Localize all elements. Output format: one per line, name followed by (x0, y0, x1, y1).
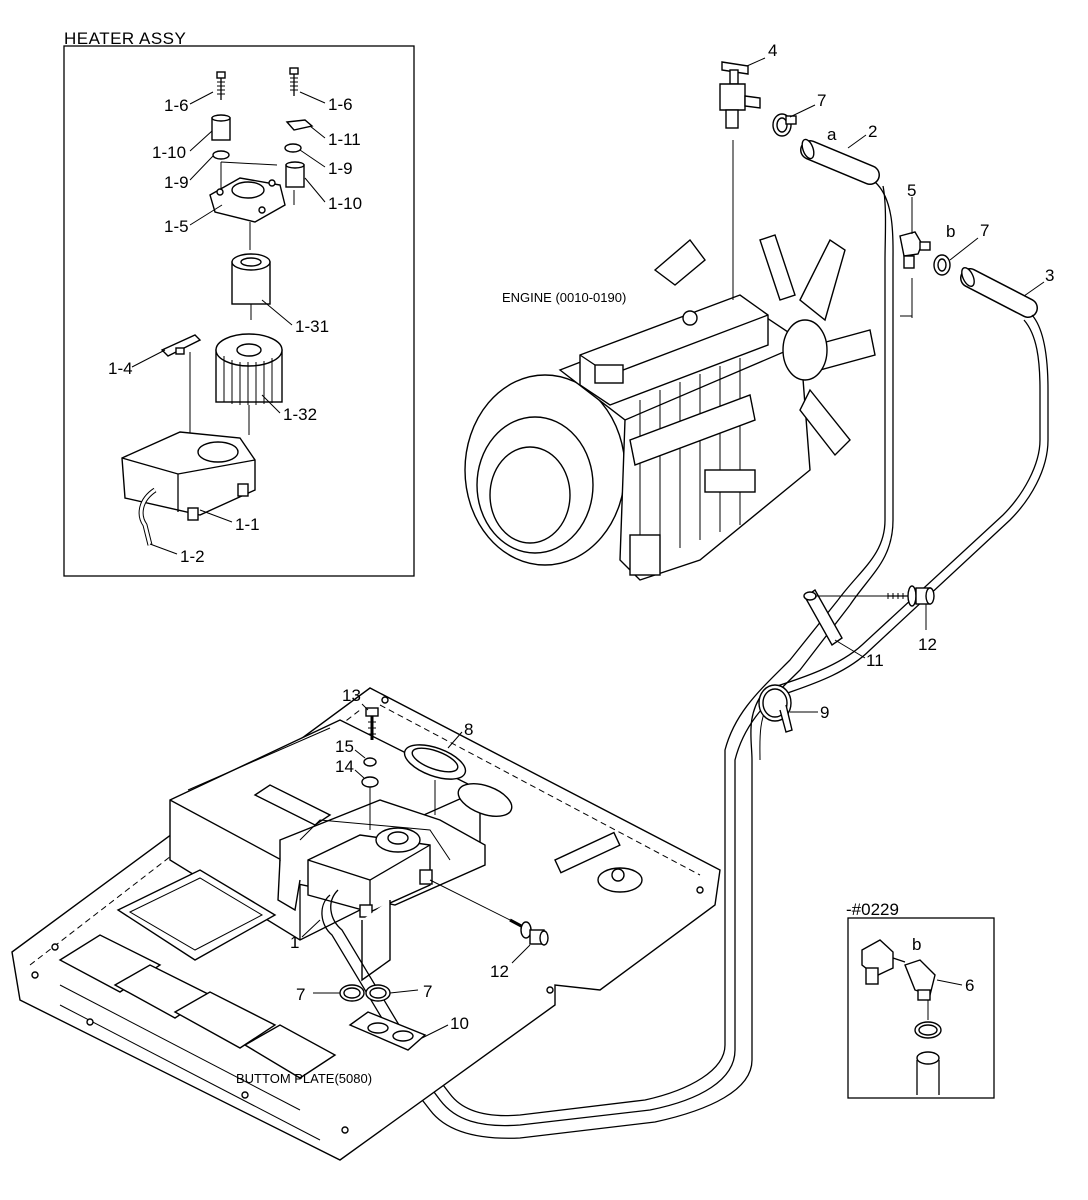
washer-1-9-left (212, 150, 230, 160)
label-12-upper: 12 (918, 635, 937, 654)
grommet-8 (403, 744, 467, 815)
engine-fan (759, 234, 876, 457)
bracket-1-11 (285, 119, 314, 131)
heater-assy-caption: HEATER ASSY (64, 29, 186, 48)
hose-clamp-7-lower (933, 254, 951, 276)
fan-1-32 (215, 333, 283, 435)
label-3: 3 (1045, 266, 1054, 285)
hose-clamp-7-upper (772, 113, 797, 137)
bolt-12-upper (887, 585, 935, 607)
screw-1-6-left (216, 71, 226, 100)
label-a-upper: a (827, 125, 837, 144)
grommet-10 (348, 1011, 427, 1051)
label-14: 14 (335, 757, 354, 776)
label-b-inset: b (912, 935, 921, 954)
motor-mount-1-5 (209, 161, 295, 223)
label-4: 4 (768, 41, 777, 60)
label-7-lower: 7 (980, 221, 989, 240)
label-15: 15 (335, 737, 354, 756)
label-7-plate-left: 7 (296, 985, 305, 1004)
label-6: 6 (965, 976, 974, 995)
collar-1-10-left (211, 114, 231, 141)
motor-1-31 (231, 222, 271, 320)
label-7-plate-right: 7 (423, 982, 432, 1001)
bolt-13 (365, 707, 379, 740)
elbow-fitting-5 (899, 231, 931, 318)
label-11: 11 (866, 651, 884, 670)
inset-caption: -#0229 (846, 900, 899, 919)
label-1-9-left: 1-9 (164, 173, 189, 192)
heater-unit-1 (277, 799, 486, 1041)
washer-1-9-right (284, 143, 302, 153)
label-1-6-right: 1-6 (328, 95, 353, 114)
label-5: 5 (907, 181, 916, 200)
engine-caption: ENGINE (0010-0190) (502, 290, 626, 305)
label-9: 9 (820, 703, 829, 722)
drain-cock-4 (719, 61, 761, 300)
label-1-1: 1-1 (235, 515, 260, 534)
label-1-31: 1-31 (295, 317, 329, 336)
label-1-4: 1-4 (108, 359, 133, 378)
clamp-9 (758, 684, 793, 733)
label-1-9-right: 1-9 (328, 159, 353, 178)
label-b-upper: b (946, 222, 955, 241)
label-1-2: 1-2 (180, 547, 205, 566)
inset-panel: -#0229 b 6 (846, 900, 995, 1099)
label-13: 13 (342, 686, 361, 705)
label-8: 8 (464, 720, 473, 739)
clamp-11 (803, 588, 888, 647)
label-10: 10 (450, 1014, 469, 1033)
label-1-10-right: 1-10 (328, 194, 362, 213)
label-12-lower: 12 (490, 962, 509, 981)
washer-15 (363, 757, 377, 767)
label-7-upper: 7 (817, 91, 826, 110)
collar-1-10-right (285, 161, 305, 188)
label-1-6-left: 1-6 (164, 96, 189, 115)
bolt-12-lower (429, 879, 549, 946)
washer-14 (361, 776, 379, 788)
label-1-10-left: 1-10 (152, 143, 186, 162)
screw-1-6-right (289, 67, 299, 96)
engine-illustration: ENGINE (0010-0190) (464, 234, 876, 581)
heater-assy-panel: HEATER ASSY (63, 29, 415, 577)
hose-clamps-7-plate (339, 984, 391, 1002)
label-1-11: 1-11 (328, 130, 361, 149)
label-1: 1 (290, 933, 299, 952)
label-1-5: 1-5 (164, 217, 189, 236)
label-1-32: 1-32 (283, 405, 317, 424)
bottom-plate-caption: BUTTOM PLATE(5080) (236, 1071, 372, 1086)
heater-body-1-1 (121, 431, 256, 521)
label-2: 2 (868, 122, 877, 141)
